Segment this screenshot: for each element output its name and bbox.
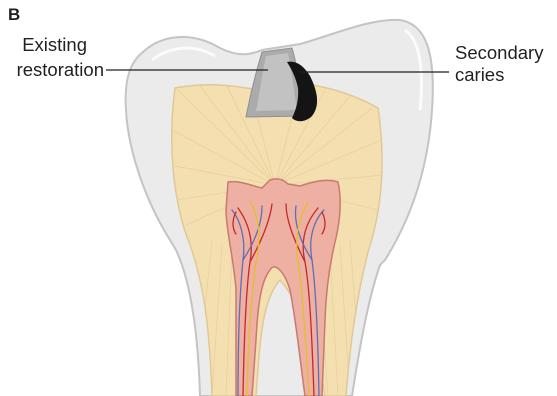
restoration-label-line1: Existing [22, 34, 87, 56]
caries-label-line1: Secondary [455, 42, 543, 64]
restoration-label-line2: restoration [17, 59, 104, 81]
panel-letter: B [8, 4, 20, 26]
caries-label-line2: caries [455, 64, 504, 86]
